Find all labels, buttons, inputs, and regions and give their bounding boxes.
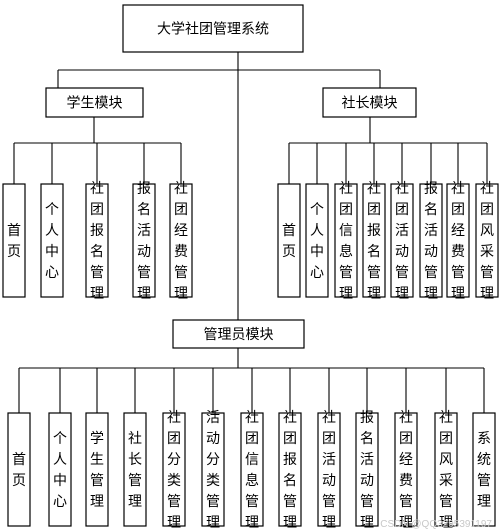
- admin-child-7-frame: [240, 412, 264, 527]
- admin-module-label: 管理员模块: [204, 326, 274, 342]
- admin-child-10-label: 报名活动管理: [360, 409, 374, 530]
- president-child-1: 首页: [277, 183, 301, 298]
- admin-child-12: 社团风采管理: [434, 409, 458, 530]
- admin-child-2: 个人中心: [48, 412, 72, 527]
- president-child-4: 社团报名管理: [362, 180, 386, 301]
- admin-child-1-frame: [7, 412, 31, 527]
- root-node-label: 大学社团管理系统: [157, 21, 269, 37]
- admin-child-6-frame: [201, 412, 225, 527]
- admin-child-4: 社长管理: [123, 412, 147, 527]
- president-child-6: 报名活动管理: [419, 180, 443, 301]
- president-child-3: 社团信息管理: [334, 180, 358, 301]
- admin-child-11-frame: [394, 412, 418, 527]
- president-module: 社长模块: [322, 87, 417, 118]
- president-child-8: 社团风采管理: [475, 180, 499, 301]
- admin-child-6-label: 活动分类管理: [206, 409, 220, 530]
- student-child-5-label: 社团经费管理: [174, 180, 188, 301]
- student-child-1: 首页: [2, 183, 26, 298]
- admin-child-5-frame: [162, 412, 186, 527]
- admin-child-1: 首页: [7, 412, 31, 527]
- president-child-7-frame: [446, 183, 470, 298]
- president-child-4-label: 社团报名管理: [367, 180, 381, 301]
- admin-child-9-frame: [317, 412, 341, 527]
- president-module-label: 社长模块: [342, 95, 398, 111]
- admin-child-2-label: 个人中心: [53, 430, 67, 509]
- student-child-2-label: 个人中心: [45, 201, 59, 280]
- president-child-2-label: 个人中心: [310, 201, 324, 280]
- president-child-3-frame: [334, 183, 358, 298]
- admin-child-10: 报名活动管理: [355, 409, 379, 530]
- president-child-4-frame: [362, 183, 386, 298]
- student-module: 学生模块: [45, 87, 144, 118]
- president-child-3-label: 社团信息管理: [339, 180, 353, 301]
- student-child-4-frame: [132, 183, 156, 298]
- admin-child-2-frame: [48, 412, 72, 527]
- root-node: 大学社团管理系统: [122, 4, 304, 53]
- admin-module: 管理员模块: [172, 319, 305, 349]
- admin-child-7: 社团信息管理: [240, 409, 264, 530]
- admin-child-12-frame: [434, 412, 458, 527]
- admin-child-11: 社团经费管理: [394, 409, 418, 530]
- root-node-frame: [122, 4, 304, 53]
- admin-child-5-label: 社团分类管理: [167, 409, 181, 530]
- president-child-7: 社团经费管理: [446, 180, 470, 301]
- admin-child-3-frame: [85, 412, 109, 527]
- president-child-7-label: 社团经费管理: [451, 180, 465, 301]
- admin-child-9-label: 社团活动管理: [322, 409, 336, 530]
- admin-child-3-label: 学生管理: [90, 430, 104, 509]
- admin-child-10-frame: [355, 412, 379, 527]
- admin-child-5: 社团分类管理: [162, 409, 186, 530]
- president-child-1-label: 首页: [282, 222, 296, 259]
- president-child-5: 社团活动管理: [390, 180, 414, 301]
- admin-child-11-label: 社团经费管理: [399, 409, 413, 530]
- watermark: CSDN @QQ3295391197: [380, 519, 492, 530]
- admin-child-8-frame: [278, 412, 302, 527]
- president-child-6-frame: [419, 183, 443, 298]
- president-child-5-label: 社团活动管理: [395, 180, 409, 301]
- admin-child-13: 系统管理: [472, 412, 496, 527]
- admin-child-8: 社团报名管理: [278, 409, 302, 530]
- admin-child-7-label: 社团信息管理: [245, 409, 259, 530]
- student-child-4: 报名活动管理: [132, 180, 156, 301]
- student-child-3-label: 社团报名管理: [90, 180, 104, 301]
- admin-child-9: 社团活动管理: [317, 409, 341, 530]
- student-child-3-frame: [85, 183, 109, 298]
- admin-child-4-frame: [123, 412, 147, 527]
- president-module-frame: [322, 87, 417, 118]
- president-child-8-frame: [475, 183, 499, 298]
- president-child-2: 个人中心: [305, 183, 329, 298]
- student-child-1-frame: [2, 183, 26, 298]
- student-child-3: 社团报名管理: [85, 180, 109, 301]
- president-child-5-frame: [390, 183, 414, 298]
- president-child-8-label: 社团风采管理: [480, 180, 494, 301]
- admin-child-6: 活动分类管理: [201, 409, 225, 530]
- student-child-5-frame: [169, 183, 193, 298]
- admin-child-3: 学生管理: [85, 412, 109, 527]
- admin-child-12-label: 社团风采管理: [439, 409, 453, 530]
- president-child-1-frame: [277, 183, 301, 298]
- admin-child-1-label: 首页: [12, 451, 26, 488]
- admin-child-13-frame: [472, 412, 496, 527]
- admin-child-8-label: 社团报名管理: [283, 409, 297, 530]
- admin-child-4-label: 社长管理: [128, 430, 142, 509]
- student-child-1-label: 首页: [7, 222, 21, 259]
- student-child-2: 个人中心: [40, 183, 64, 298]
- student-child-4-label: 报名活动管理: [137, 180, 151, 301]
- president-child-2-frame: [305, 183, 329, 298]
- president-child-6-label: 报名活动管理: [424, 180, 438, 301]
- student-child-2-frame: [40, 183, 64, 298]
- admin-module-frame: [172, 319, 305, 349]
- student-child-5: 社团经费管理: [169, 180, 193, 301]
- student-module-label: 学生模块: [67, 95, 123, 111]
- admin-child-13-label: 系统管理: [477, 430, 491, 509]
